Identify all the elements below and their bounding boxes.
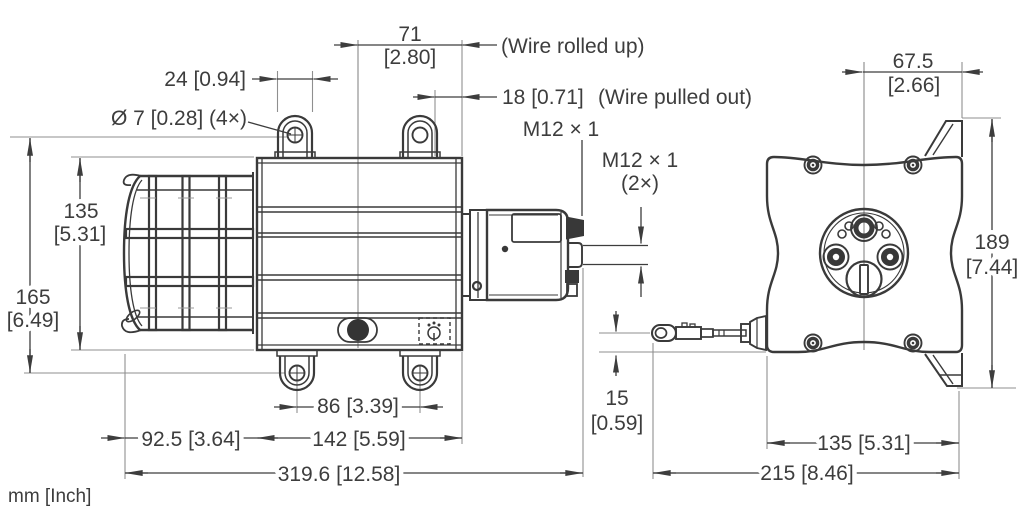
drum-rib (147, 174, 158, 332)
m12-connector-top (511, 213, 562, 243)
wire-rolled-note: (Wire rolled up) (501, 35, 645, 58)
cage-bottom-hook (120, 318, 142, 334)
dim-165-value: 165 (15, 286, 50, 309)
rear-plate-outline (765, 155, 964, 354)
m12-connector-side (568, 242, 583, 268)
drum-rib (217, 174, 228, 332)
wire-clip (675, 326, 702, 340)
units-note: mm [Inch] (8, 486, 91, 507)
lug-bottom-left (276, 349, 318, 392)
measuring-wire (650, 314, 767, 352)
mounting-hole (411, 364, 429, 382)
dimension-labels: 24 [0.94] Ø 7 [0.28] (4×) 71 [2.80] (Wir… (2, 23, 1022, 507)
m12-socket-left (822, 243, 850, 271)
mounting-hole (411, 126, 429, 144)
hole-note-label: Ø 7 [0.28] (4×) (111, 107, 247, 130)
dim-189-value: 189 (974, 231, 1009, 254)
dim-92-5: 92.5 [3.64] (141, 428, 240, 451)
lug-top-left (274, 114, 316, 159)
cage-top-hook (122, 173, 142, 187)
grommet-boss (337, 317, 378, 343)
dim-67-5-inch: [2.66] (888, 74, 941, 97)
dim-18-value: 18 [0.71] (502, 86, 584, 109)
dim-135-left-value: 135 (63, 200, 98, 223)
dim-135-right: 135 [5.31] (817, 432, 910, 455)
dim-15-value: 15 (605, 387, 628, 410)
corner-tab-top (924, 120, 963, 157)
drum-rib (181, 174, 191, 332)
m12-nut-lower (565, 270, 579, 283)
mounting-hole (288, 364, 306, 382)
dim-86: 86 [3.39] (317, 395, 399, 418)
dim-67-5-value: 67.5 (893, 50, 934, 73)
dim-135-left-inch: [5.31] (54, 223, 107, 246)
screw (803, 155, 823, 175)
m12-side-count: (2×) (621, 172, 659, 195)
m12-side-label: M12 × 1 (602, 149, 678, 172)
hole-note-leader (247, 121, 292, 135)
dim-319-6: 319.6 [12.58] (278, 463, 401, 486)
dim-142: 142 [5.59] (312, 428, 405, 451)
keyhole-outlet (845, 260, 883, 298)
wire-nozzle (749, 314, 767, 352)
lug-bottom-right (399, 349, 441, 392)
screw (803, 333, 823, 353)
connector-head (461, 208, 584, 302)
dim-165-inch: [6.49] (7, 309, 60, 332)
plate-screws (803, 155, 923, 353)
dim-15-inch: [0.59] (591, 412, 644, 435)
dimension-lines (27, 42, 995, 476)
certification-mark (418, 317, 451, 345)
dim-71-inch: [2.80] (384, 46, 437, 69)
lug-top-right (399, 114, 441, 159)
shaft-gear-ring (853, 217, 875, 239)
side-view (120, 114, 584, 392)
housing-body (255, 156, 464, 352)
rear-view (650, 120, 964, 387)
screw (903, 155, 923, 175)
dim-189-inch: [7.44] (966, 256, 1019, 279)
head-screw (471, 280, 483, 292)
connector-cluster (818, 207, 910, 299)
m12-nut-top (566, 216, 584, 240)
screw (903, 333, 923, 353)
grommet (347, 319, 369, 341)
mounting-hole (286, 126, 304, 144)
m12-top-label: M12 × 1 (523, 118, 599, 141)
drum-cover (120, 172, 255, 334)
dim-215: 215 [8.46] (760, 462, 853, 485)
dim-lug-width: 24 [0.94] (164, 68, 246, 91)
wire-rod (712, 329, 747, 337)
mounting-lugs (274, 114, 441, 392)
m12-socket-right (876, 243, 904, 271)
corner-tab-bottom (924, 353, 963, 387)
extension-lines (10, 40, 1016, 479)
shaft-flange (850, 214, 878, 242)
wire-pulled-note: (Wire pulled out) (598, 86, 752, 109)
dim-71-value: 71 (398, 23, 421, 46)
